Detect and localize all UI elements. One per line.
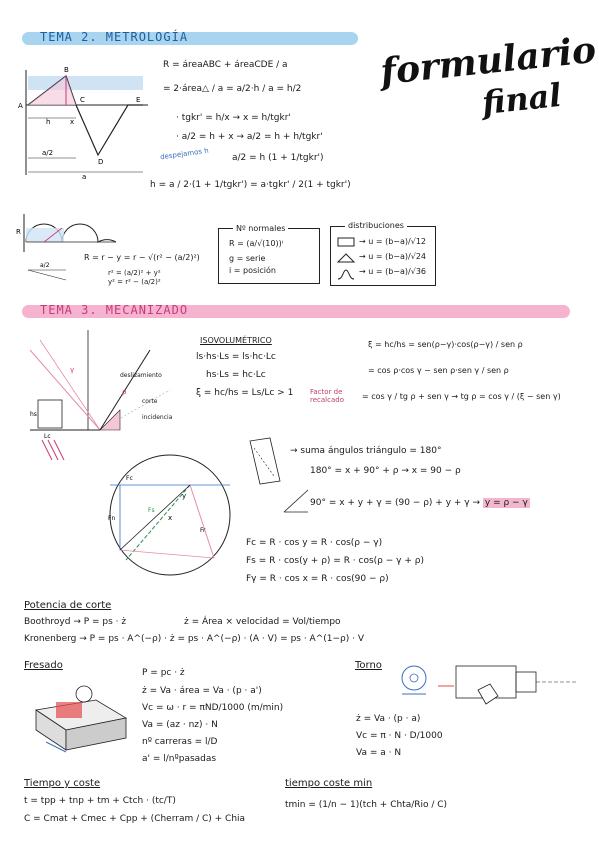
fig-label-D: D [98,158,103,166]
potencia-l1b: ż = Área × velocidad = Vol/tiempo [184,617,341,627]
tiempo-l2: C = Cmat + Cmec + Cpp + (Cherram / C) + … [24,814,246,824]
xi-eq3: = cos γ / tg ρ + sen γ → tg ρ = cos γ / … [362,392,561,401]
iso-eq1: ls·hs·Ls = ls·hc·Lc [196,352,276,362]
fig-label-a2: a/2 [42,149,53,157]
suma-line2: 180° = x + 90° + ρ → x = 90 − ρ [310,466,461,476]
distrib-line-2: → u = (b−a)/√24 [359,252,427,261]
torno-l1: ż = Va · (p · a) [356,714,421,724]
lathe-sketch [401,665,576,705]
metro-eq1: R = áreaABC + áreaCDE / a [163,60,288,70]
fig-label-rho: ρ [122,388,127,396]
fresado-l1: P = pc · ż [142,668,185,678]
torno-l3: Va = a · N [356,748,402,758]
label-deslizamiento: deslizamiento [120,372,162,379]
torno-l2: Vc = π · N · D/1000 [356,731,443,741]
normales-line-3: i = posición [229,266,276,275]
merchant-circle-diagram: Fc Fn Fs y x Fr [108,454,231,576]
svg-text:Fr: Fr [200,527,206,534]
y-result-highlight: y = ρ − γ [482,498,530,508]
metro-eq6: h = a / 2·(1 + 1/tgkr') = a·tgkr' / 2(1 … [150,180,351,190]
despejamos-note: despejamos h [159,146,210,162]
suma-line3: 90° = x + y + γ = (90 − ρ) + y + γ → y =… [310,498,530,508]
tiempo-l1: t = tpp + tnp + tm + Ctch · (tc/T) [24,796,176,806]
potencia-l1: Boothroyd → P = ps · ż [24,617,127,627]
force-fs: Fs = R · cos(y + ρ) = R · cos(ρ − γ + ρ) [246,556,424,566]
label-incidencia: incidencia [142,414,173,421]
metro-eq2: = 2·área△ / a = a/2·h / a = h/2 [163,84,302,94]
fig-label-C: C [80,96,85,104]
distrib-title: distribuciones [345,221,407,230]
distrib-line-1: → u = (b−a)/√12 [359,237,427,246]
fresado-title: Fresado [24,660,63,671]
topic3-title: TEMA 3. MECANIZADO [40,303,189,317]
xi-eq2: = cos ρ·cos γ − sen ρ·sen γ / sen ρ [368,366,509,375]
svg-text:Fc: Fc [126,475,133,482]
torno-title: Torno [355,660,382,671]
topic2-highlight [22,32,358,45]
fresado-l5: nº carreras = l/D [142,737,218,747]
radius-profile-diagram: R a/2 [16,214,117,281]
normales-line-2: g = serie [229,254,266,263]
tiempo-min-title: tiempo coste min [285,778,373,789]
fresado-l2: ż = Va · área = Va · (p · a') [142,686,262,696]
suma-line1: → suma ángulos triángulo = 180° [290,446,442,456]
xi-eq1: ξ = hc/hs = sen(ρ−γ)·cos(ρ−γ) / sen ρ [368,340,523,349]
metro-eq5: a/2 = h (1 + 1/tgkr') [232,153,324,163]
iso-title: ISOVOLUMÉTRICO [200,336,272,345]
svg-text:y: y [182,492,186,500]
roughness-profile-diagram: B A C E D h x a/2 a [18,66,148,181]
angle-sketch [283,489,309,513]
tiempo-title: Tiempo y coste [24,778,101,789]
fresado-l6: a' = l/nºpasadas [142,754,217,764]
cutting-shear-diagram: hs Lc γ ρ [29,330,171,461]
svg-text:x: x [168,514,172,522]
milling-sketch [34,685,128,753]
title-final: final [480,75,564,123]
metro-eq4: · a/2 = h + x → a/2 = h + h/tgkr' [176,132,323,142]
normales-title: Nº normales [233,224,289,233]
fig-label-E: E [136,96,140,104]
fig-label-a: a [82,173,86,181]
normales-line-1: R = (a/√(10))ⁱ [229,239,284,248]
fig-label-B: B [64,66,69,74]
force-fr: Fγ = R · cos x = R · cos(90 − ρ) [246,574,389,584]
fig-label-gamma: γ [70,366,74,374]
topic2-title: TEMA 2. METROLOGÍA [40,30,189,44]
metro-eq-r3: y² = r² − (a/2)² [108,278,161,286]
potencia-title: Potencia de corte [24,600,112,611]
label-corte: corte [142,398,158,405]
svg-text:R: R [16,228,21,236]
iso-eq2: hs·Ls = hc·Lc [206,370,266,380]
normales-box: Nº normales R = (a/√(10))ⁱ g = serie i =… [218,224,320,284]
topic3-highlight [22,305,570,318]
tiempo-min-eq: tmin = (1/n − 1)(tch + Chta/Rio / C) [285,800,448,810]
fig-label-lc: Lc [44,433,51,440]
fig-label-h: h [46,118,50,126]
distrib-line-3: → u = (b−a)/√36 [359,267,427,276]
metro-eq3: · tgkr' = h/x → x = h/tgkr' [176,113,291,123]
fig-label-hs: hs [30,411,37,418]
metro-eq-r2: r² = (a/2)² + y² [108,269,161,277]
fig-label-A: A [18,102,23,110]
fresado-l3: Vc = ω · r = πND/1000 (m/min) [142,703,284,713]
fresado-l4: Va = (az · nz) · N [142,720,218,730]
distribuciones-box: distribuciones → u = (b−a)/√12 → u = (b−… [330,221,436,286]
force-fc: Fc = R · cos y = R · cos(ρ − γ) [246,538,383,548]
svg-text:Fs: Fs [148,507,155,514]
distrib-shapes [336,237,356,280]
svg-text:a/2: a/2 [40,262,50,269]
fig-label-x: x [70,118,74,126]
metro-eq-r: R = r − y = r − √(r² − (a/2)²) [84,253,200,262]
potencia-l2: Kronenberg → P = ps · A^(−ρ) · ż = ps · … [24,634,364,644]
iso-eq3: ξ = hc/hs = Ls/Lc > 1 [196,388,294,398]
factor-recalcado-note: Factor de recalcado [310,388,344,404]
tool-angle-sketch [249,437,281,485]
svg-text:Fn: Fn [108,515,115,522]
